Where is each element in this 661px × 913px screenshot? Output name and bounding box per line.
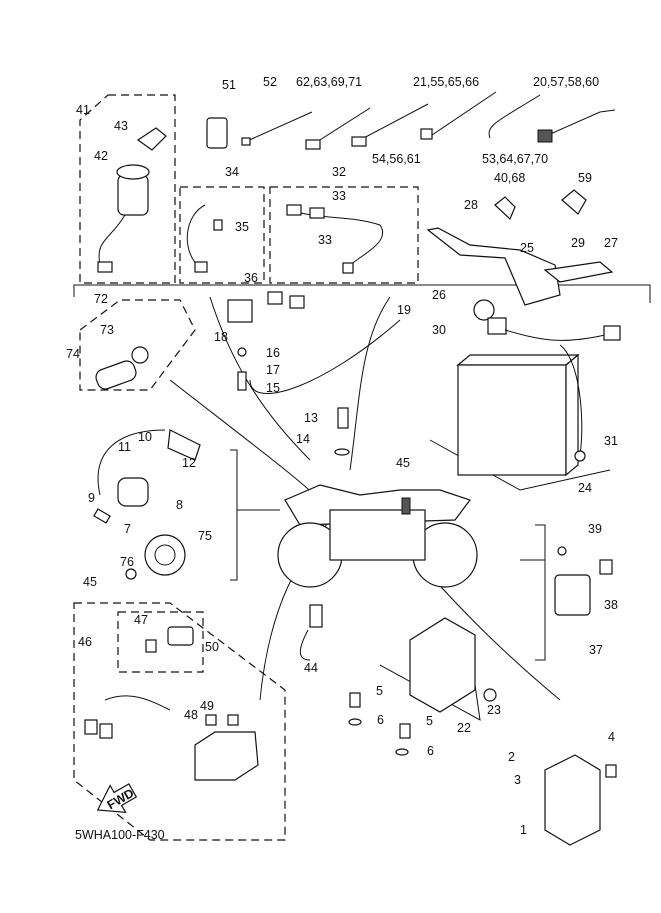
label: 5 [426, 714, 433, 728]
label: 10 [138, 430, 152, 444]
label: 48 [184, 708, 198, 722]
label: 31 [604, 434, 618, 448]
label: 37 [589, 643, 603, 657]
fuse-30 [487, 317, 507, 335]
label: 4 [608, 730, 615, 744]
label: 24 [578, 481, 592, 495]
label: 46 [78, 635, 92, 649]
group-box-72 [79, 299, 196, 391]
sub-harnesses [186, 204, 384, 274]
label: 75 [198, 529, 212, 543]
label: 14 [296, 432, 310, 446]
label: 28 [464, 198, 478, 212]
label: 27 [604, 236, 618, 250]
fwd-arrow-icon: FWD [96, 783, 138, 814]
lower-right-parts [299, 546, 617, 846]
connector-51 [206, 117, 228, 149]
label: 2 [508, 750, 515, 764]
label: 72 [94, 292, 108, 306]
label: 35 [235, 220, 249, 234]
label: 52 [263, 75, 277, 89]
group-box-34 [179, 186, 265, 284]
rectifier-22 [409, 617, 476, 713]
label: 62,63,69,71 [296, 75, 362, 89]
label: 19 [397, 303, 411, 317]
label: 16 [266, 346, 280, 360]
label: 26 [432, 288, 446, 302]
label: 33 [318, 233, 332, 247]
label: 6 [427, 744, 434, 758]
label: 11 [118, 440, 131, 454]
label: 39 [588, 522, 602, 536]
label: 44 [304, 661, 318, 675]
brackets [426, 189, 614, 321]
label: 59 [578, 171, 592, 185]
label: 6 [377, 713, 384, 727]
label: 7 [124, 522, 131, 536]
diagram-code: 5WHA100-F430 [75, 828, 165, 842]
group-boxes [73, 94, 419, 841]
starter-relay [554, 574, 591, 616]
label: 17 [266, 363, 280, 377]
callout-labels: 51 52 62,63,69,71 21,55,65,66 20,57,58,6… [66, 75, 618, 842]
label: 53,64,67,70 [482, 152, 548, 166]
label: 12 [182, 456, 196, 470]
label: 15 [266, 381, 280, 395]
label: 30 [432, 323, 446, 337]
group-box-45 [73, 602, 286, 841]
label: 49 [200, 699, 214, 713]
label: 23 [487, 703, 501, 717]
label: 36 [244, 271, 258, 285]
group-box-46 [117, 611, 204, 673]
wire-harness [227, 291, 401, 456]
label: 76 [120, 555, 134, 569]
label: 41 [76, 103, 90, 117]
top-parts [206, 91, 616, 150]
label: 20,57,58,60 [533, 75, 599, 89]
label: 54,56,61 [372, 152, 421, 166]
label: 32 [332, 165, 346, 179]
lower-left-kit: FWD [84, 626, 259, 814]
label: 42 [94, 149, 108, 163]
label: 45 [83, 575, 97, 589]
label: 47 [134, 613, 148, 627]
label: 22 [457, 721, 471, 735]
label: 9 [88, 491, 95, 505]
label: 34 [225, 165, 239, 179]
label: 74 [66, 347, 80, 361]
label: 73 [100, 323, 114, 337]
label: 13 [304, 411, 318, 425]
label: 29 [571, 236, 585, 250]
label: 43 [114, 119, 128, 133]
label: 38 [604, 598, 618, 612]
label: 1 [520, 823, 527, 837]
label: 33 [332, 189, 346, 203]
label: 51 [222, 78, 236, 92]
battery [456, 317, 621, 477]
label: 50 [205, 640, 219, 654]
label: 5 [376, 684, 383, 698]
main-switch [97, 127, 167, 273]
label: 18 [214, 330, 228, 344]
group-box-32 [269, 186, 419, 284]
label: 40,68 [494, 171, 525, 185]
grip-74 [95, 360, 137, 390]
label: 8 [176, 498, 183, 512]
main-switch-group-box [79, 94, 176, 284]
ecu-1 [544, 754, 601, 846]
label: 25 [520, 241, 534, 255]
atv-illustration [277, 484, 478, 588]
label: 45 [396, 456, 410, 470]
left-parts [93, 346, 201, 580]
label: 3 [514, 773, 521, 787]
label: 21,55,65,66 [413, 75, 479, 89]
